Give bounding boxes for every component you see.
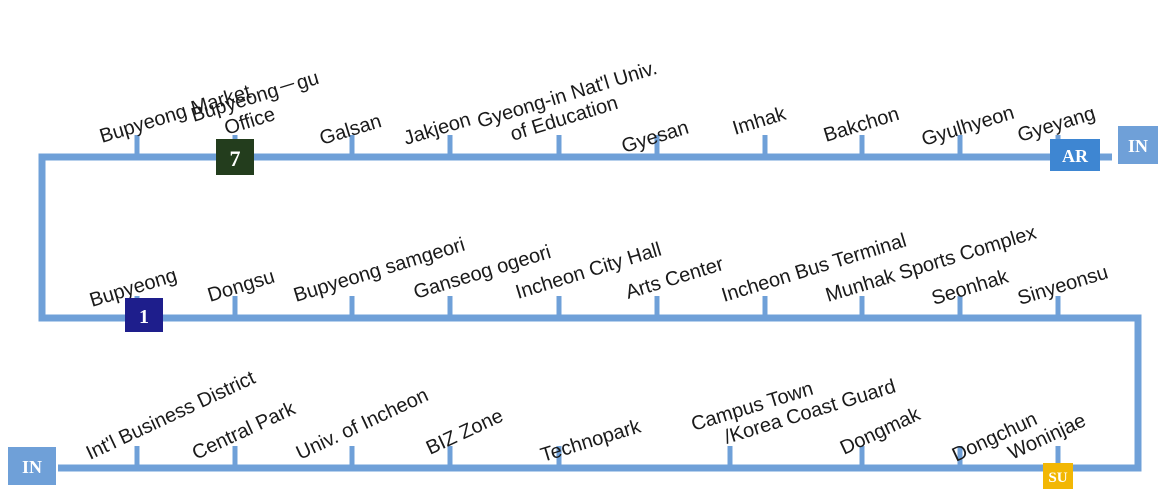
transfer-badge-line7: 7 xyxy=(216,139,254,175)
line7-badge-box xyxy=(216,139,254,175)
station-label: Univ. of Incheon xyxy=(293,384,432,464)
station-label: Gyulhyeon xyxy=(919,102,1017,151)
terminal-top-text: IN xyxy=(1128,136,1148,156)
transfer-badge-line1: 1 xyxy=(125,298,163,332)
station-label: Dongsu xyxy=(205,266,277,307)
terminal-bottom-box xyxy=(8,447,56,485)
terminal-badge-top: IN xyxy=(1118,126,1158,164)
station-label: Sinyeonsu xyxy=(1015,261,1111,309)
terminal-bottom-text: IN xyxy=(22,457,42,477)
station-label: Imhak xyxy=(730,103,789,140)
terminal-top-box xyxy=(1118,126,1158,164)
station-label: Technopark xyxy=(538,415,644,467)
suin-badge-box xyxy=(1043,463,1073,489)
station-label: BIZ Zone xyxy=(423,405,507,460)
station-label: Dongmak xyxy=(837,403,925,460)
line1-badge-box xyxy=(125,298,163,332)
line1-badge-text: 1 xyxy=(139,306,149,328)
station-label: Bupyeong－guOffice xyxy=(189,67,328,148)
terminal-badge-bottom: IN xyxy=(8,447,56,485)
route-line xyxy=(38,153,1142,472)
airport-badge-box xyxy=(1050,139,1100,171)
suin-badge-text: SU xyxy=(1048,470,1067,486)
transfer-badge-airport: AR xyxy=(1050,139,1100,171)
station-label: Jakjeon xyxy=(401,109,473,150)
airport-badge-text: AR xyxy=(1062,146,1089,166)
transfer-badge-suin: SU xyxy=(1043,463,1073,489)
line7-badge-text: 7 xyxy=(230,146,241,171)
